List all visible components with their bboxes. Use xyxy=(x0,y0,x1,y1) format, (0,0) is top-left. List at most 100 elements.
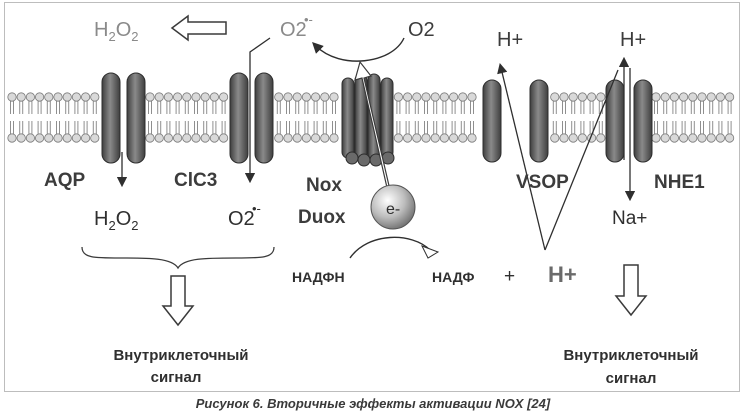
lipid-head xyxy=(200,92,210,102)
clc3-label: ClC3 xyxy=(174,170,217,191)
lipid-head xyxy=(329,92,339,102)
lipid-head xyxy=(412,92,422,102)
lipid-head xyxy=(467,133,477,143)
lipid-head xyxy=(688,133,698,143)
lipid-head xyxy=(283,133,293,143)
lipid-head xyxy=(53,92,63,102)
lipid-head xyxy=(34,92,45,102)
lipid-head xyxy=(651,92,661,102)
oxygen-top-label: O2 xyxy=(408,19,435,41)
lipid-head xyxy=(715,133,726,143)
proton-bottom-label: H+ xyxy=(548,262,577,287)
aqp-label: AQP xyxy=(44,170,86,191)
plus-sign: + xyxy=(504,266,515,287)
lipid-head xyxy=(669,133,680,143)
lipid-head xyxy=(458,133,468,143)
lipid-head xyxy=(154,92,164,102)
lipid-head xyxy=(651,133,661,143)
lipid-head xyxy=(209,133,219,143)
lipid-head xyxy=(596,133,606,143)
lipid-head xyxy=(421,133,431,143)
hollow-arrow-down-left xyxy=(161,275,195,327)
lipid-head xyxy=(71,133,82,143)
lipid-head xyxy=(7,92,17,102)
lipid-head xyxy=(724,133,735,143)
lipid-head xyxy=(44,133,54,143)
nox-duox-enzyme xyxy=(341,73,395,167)
lipid-head xyxy=(71,92,82,102)
signal-right-line1: Внутриклеточный xyxy=(563,347,698,364)
nox-label: Nox xyxy=(306,175,342,196)
lipid-head xyxy=(550,133,560,143)
nadp-label: НАДФ xyxy=(432,269,475,285)
lipid-head xyxy=(219,92,229,102)
nadph-label: НАДФН xyxy=(292,269,345,285)
lipid-head xyxy=(577,133,588,143)
lipid-head xyxy=(448,133,459,143)
lipid-head xyxy=(16,92,26,102)
lipid-head xyxy=(90,133,100,143)
aqp-channel xyxy=(101,72,146,164)
lipid-head xyxy=(715,92,726,102)
lipid-head xyxy=(559,92,569,102)
nadph-oxidation-arc xyxy=(349,236,431,259)
lipid-head xyxy=(145,92,155,102)
proton-top-nhe-label: H+ xyxy=(620,29,646,51)
lipid-head xyxy=(678,133,689,143)
lipid-head xyxy=(81,133,91,143)
nox-signaling-diagram: H2O2 O2 •- O2 H+ H+ AQP ClC3 Nox Duox e-… xyxy=(7,12,735,387)
lipid-bilayer xyxy=(7,92,735,143)
lipid-head xyxy=(25,133,36,143)
lipid-head xyxy=(182,92,192,102)
lipid-head xyxy=(467,92,477,102)
signal-right-line2: сигнал xyxy=(606,370,657,387)
signal-left-line2: сигнал xyxy=(151,369,202,386)
lipid-head xyxy=(274,92,284,102)
lipid-head xyxy=(660,133,670,143)
nhe1-exchanger xyxy=(605,79,653,163)
figure-caption: Рисунок 6. Вторичные эффекты активации N… xyxy=(195,396,551,411)
lipid-head xyxy=(44,92,54,102)
vsop-proton-line-left xyxy=(497,62,546,251)
lipid-head xyxy=(191,133,201,143)
lipid-head xyxy=(559,133,569,143)
lipid-head xyxy=(550,92,560,102)
lipid-head xyxy=(697,133,707,143)
lipid-head xyxy=(53,133,63,143)
lipid-head xyxy=(448,92,459,102)
vsop-proton-line-right xyxy=(544,69,619,251)
superoxide-top-label: O2 xyxy=(280,19,307,41)
lipid-head xyxy=(402,92,413,102)
lipid-head xyxy=(439,92,449,102)
lipid-head xyxy=(62,92,72,102)
lipid-head xyxy=(586,92,597,102)
lipid-head xyxy=(7,133,17,143)
h2o2-top-label: H2O2 xyxy=(94,19,138,44)
lipid-head xyxy=(90,92,100,102)
lipid-head xyxy=(200,133,210,143)
lipid-head xyxy=(219,133,229,143)
lipid-head xyxy=(688,92,698,102)
lipid-head xyxy=(577,92,588,102)
lipid-head xyxy=(412,133,422,143)
superoxide-radical-dot: •- xyxy=(304,12,313,27)
lipid-head xyxy=(154,133,164,143)
hollow-arrow-down-right xyxy=(614,264,648,317)
vsop-label: VSOP xyxy=(516,172,569,193)
lipid-head xyxy=(274,133,284,143)
lipid-head xyxy=(34,133,45,143)
lipid-head xyxy=(145,133,155,143)
lipid-head xyxy=(209,92,219,102)
superoxide-to-clc3-arrow xyxy=(244,37,271,184)
lipid-head xyxy=(191,92,201,102)
lipid-head xyxy=(430,92,440,102)
lipid-head xyxy=(25,92,36,102)
lipid-head xyxy=(81,92,91,102)
lipid-head xyxy=(320,133,330,143)
electron-sphere xyxy=(370,184,416,230)
nhe1-label: NHE1 xyxy=(654,172,705,193)
h2o2-bottom-label: H2O2 xyxy=(94,208,138,233)
lipid-head xyxy=(329,133,339,143)
figure-frame xyxy=(4,2,740,392)
superoxide-bottom-radical-dot: •- xyxy=(252,201,261,216)
